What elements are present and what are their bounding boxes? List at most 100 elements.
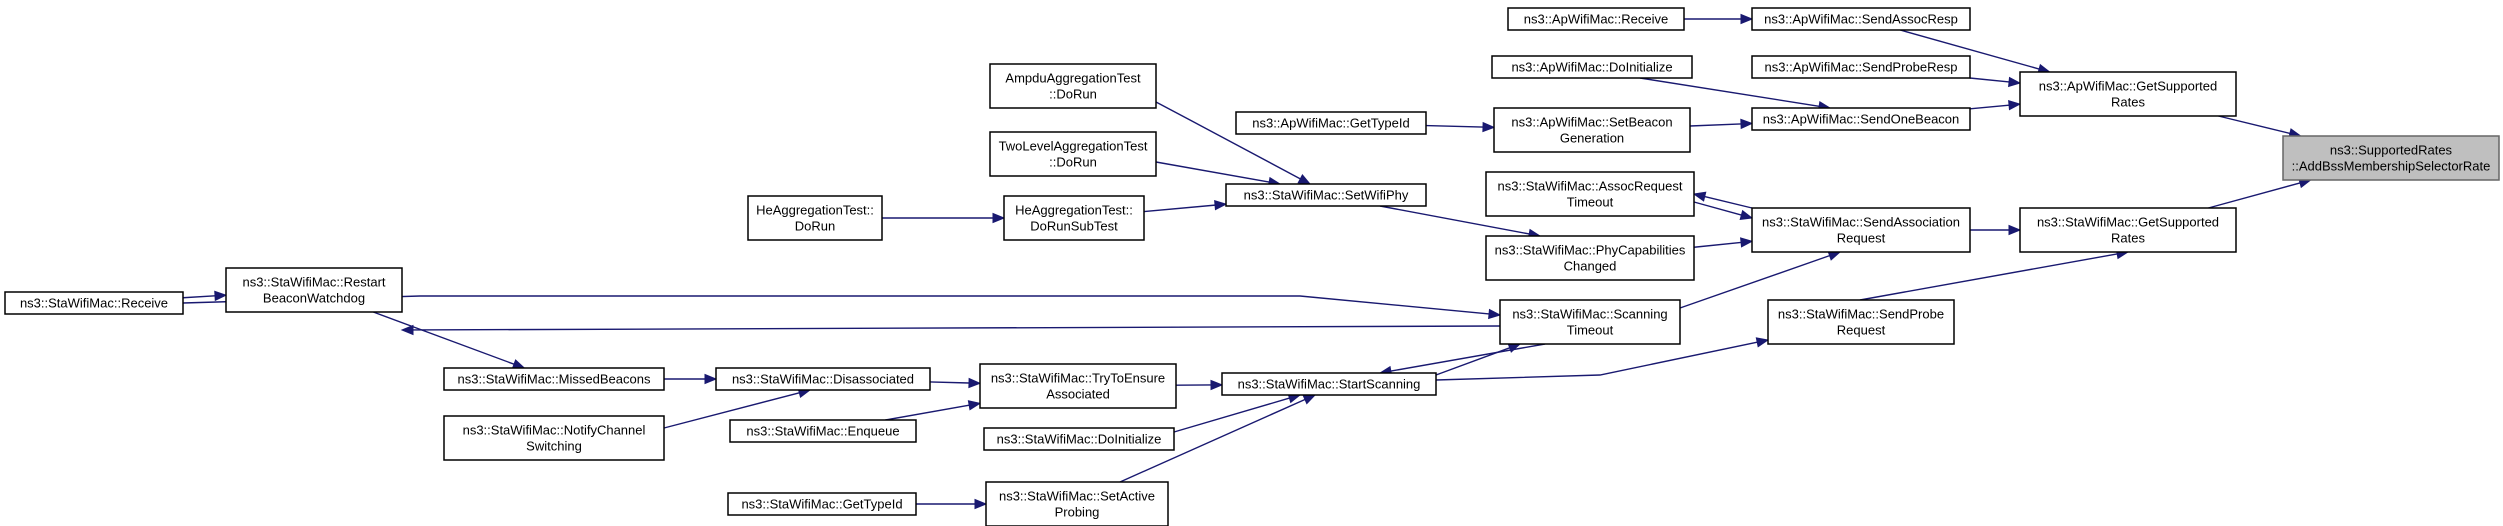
node-he-dorunsubtest[interactable]: HeAggregationTest::DoRunSubTest bbox=[1003, 195, 1145, 241]
node-label-line: ns3::ApWifiMac::Receive bbox=[1524, 12, 1669, 27]
arrowhead-icon bbox=[214, 290, 228, 302]
edge-sta_gettypeid-to-sta_setactiveprobing bbox=[916, 498, 988, 510]
arrowhead-icon bbox=[2008, 76, 2022, 88]
node-label-line: ns3::ApWifiMac::GetSupported bbox=[2039, 79, 2217, 94]
node-label-line: TwoLevelAggregationTest bbox=[999, 139, 1148, 154]
node-sta-enqueue[interactable]: ns3::StaWifiMac::Enqueue bbox=[729, 419, 917, 443]
edge-line bbox=[1390, 343, 1546, 372]
node-label-line: ns3::ApWifiMac::DoInitialize bbox=[1511, 60, 1672, 75]
node-label-line: ns3::StaWifiMac::Enqueue bbox=[746, 424, 899, 439]
node-label-line: ns3::StaWifiMac::DoInitialize bbox=[997, 432, 1162, 447]
node-ap-doinitialize[interactable]: ns3::ApWifiMac::DoInitialize bbox=[1491, 55, 1693, 79]
edge-line bbox=[663, 392, 800, 429]
node-label-line: HeAggregationTest:: bbox=[1015, 203, 1133, 218]
arrowhead-icon bbox=[2008, 99, 2022, 111]
node-label-line: ns3::ApWifiMac::SendAssocResp bbox=[1764, 12, 1958, 27]
edge-ap_getsupportedrates-to-root bbox=[2218, 115, 2302, 139]
edge-line bbox=[1859, 253, 2118, 301]
node-label-line: ns3::StaWifiMac::SetActive bbox=[999, 489, 1155, 504]
node-label-line: HeAggregationTest:: bbox=[756, 203, 874, 218]
edge-line bbox=[1969, 77, 2010, 83]
node-label-line: ns3::StaWifiMac::NotifyChannel bbox=[463, 423, 646, 438]
node-box bbox=[2019, 207, 2237, 253]
node-box bbox=[989, 131, 1157, 177]
node-sta-setwifiphy[interactable]: ns3::StaWifiMac::SetWifiPhy bbox=[1225, 183, 1427, 207]
node-box bbox=[2282, 135, 2500, 181]
node-label-line: ns3::SupportedRates bbox=[2330, 143, 2453, 158]
node-ap-sendonebeacon[interactable]: ns3::ApWifiMac::SendOneBeacon bbox=[1751, 107, 1971, 131]
node-box bbox=[1751, 55, 1971, 79]
arrowhead-icon bbox=[992, 212, 1006, 224]
edge-ap_doinitialize-to-ap_sendonebeacon bbox=[1639, 77, 1832, 112]
edge-sta_trytoensureassociated-to-sta_startscanning bbox=[1175, 379, 1224, 391]
edge-line bbox=[885, 404, 970, 421]
node-sta-missedbeacons[interactable]: ns3::StaWifiMac::MissedBeacons bbox=[443, 367, 665, 391]
edge-sta_disassociated-to-sta_trytoensureassociated bbox=[929, 377, 982, 389]
node-box bbox=[727, 492, 917, 516]
node-label-line: DoRun bbox=[795, 219, 835, 234]
edge-line bbox=[1679, 254, 1830, 309]
arrowhead-icon bbox=[1302, 394, 1317, 405]
edge-sta_scanningtimeout-to-sta_restartbeaconwatchdog bbox=[400, 324, 1501, 336]
node-ap-gettypeid[interactable]: ns3::ApWifiMac::GetTypeId bbox=[1235, 111, 1427, 135]
node-ampdu-dorun[interactable]: AmpduAggregationTest::DoRun bbox=[989, 63, 1157, 109]
node-box bbox=[4, 291, 184, 315]
edge-line bbox=[2218, 115, 2291, 135]
arrowhead-icon bbox=[704, 373, 718, 385]
node-root[interactable]: ns3::SupportedRates::AddBssMembershipSel… bbox=[2282, 135, 2500, 181]
edge-ap_sendproberesp-to-ap_getsupportedrates bbox=[1969, 76, 2022, 88]
node-he-dorun[interactable]: HeAggregationTest::DoRun bbox=[747, 195, 883, 241]
node-label-line: BeaconWatchdog bbox=[263, 291, 365, 306]
edge-line bbox=[1155, 161, 1270, 183]
node-label-line: Switching bbox=[526, 439, 582, 454]
node-box bbox=[1491, 55, 1693, 79]
edge-ap_receive-to-ap_sendassocresp bbox=[1684, 13, 1754, 25]
node-label-line: ns3::ApWifiMac::SendProbeResp bbox=[1765, 60, 1958, 75]
node-sta-receive[interactable]: ns3::StaWifiMac::Receive bbox=[4, 291, 184, 315]
node-ap-sendassocresp[interactable]: ns3::ApWifiMac::SendAssocResp bbox=[1751, 7, 1971, 31]
node-label-line: ns3::StaWifiMac::StartScanning bbox=[1238, 377, 1421, 392]
node-sta-gettypeid[interactable]: ns3::StaWifiMac::GetTypeId bbox=[727, 492, 917, 516]
node-label-line: ns3::StaWifiMac::Disassociated bbox=[732, 372, 914, 387]
edge-line bbox=[1693, 241, 1742, 248]
node-sta-doinitialize[interactable]: ns3::StaWifiMac::DoInitialize bbox=[983, 427, 1175, 451]
node-sta-disassociated[interactable]: ns3::StaWifiMac::Disassociated bbox=[715, 367, 931, 391]
node-box bbox=[1485, 235, 1695, 281]
node-label-line: Request bbox=[1837, 231, 1886, 246]
arrowhead-icon bbox=[967, 400, 982, 411]
node-box bbox=[1485, 171, 1695, 217]
edge-sta_phycapabilitieschanged-to-sta_sendassociationrequest bbox=[1693, 237, 1754, 248]
node-label-line: Rates bbox=[2111, 231, 2145, 246]
edge-line bbox=[1899, 29, 2040, 70]
node-box bbox=[715, 367, 931, 391]
node-ap-receive[interactable]: ns3::ApWifiMac::Receive bbox=[1507, 7, 1685, 31]
edge-he_dorunsubtest-to-sta_setwifiphy bbox=[1143, 199, 1228, 213]
edge-ap_setbeacongeneration-to-ap_sendonebeacon bbox=[1689, 118, 1754, 130]
node-sta-startscanning[interactable]: ns3::StaWifiMac::StartScanning bbox=[1221, 372, 1437, 396]
node-twolevel-dorun[interactable]: TwoLevelAggregationTest::DoRun bbox=[989, 131, 1157, 177]
arrowhead-icon bbox=[968, 377, 982, 389]
edge-he_dorun-to-he_dorunsubtest bbox=[882, 212, 1006, 224]
arrowhead-icon bbox=[1214, 199, 1228, 211]
edge-line bbox=[1704, 195, 1753, 209]
edge-sta_assocrequesttimeout-to-sta_sendassociationrequest bbox=[1693, 201, 1754, 220]
edge-line bbox=[929, 381, 970, 384]
edge-line bbox=[1119, 398, 1306, 483]
arrowhead-icon bbox=[1210, 379, 1224, 391]
arrowhead-icon bbox=[1739, 209, 1754, 220]
node-ap-sendproberesp[interactable]: ns3::ApWifiMac::SendProbeResp bbox=[1751, 55, 1971, 79]
edge-sta_restartbeaconwatchdog-to-sta_missedbeacons bbox=[373, 311, 526, 369]
edge-twolevel_dorun-to-sta_setwifiphy bbox=[1155, 161, 1282, 188]
